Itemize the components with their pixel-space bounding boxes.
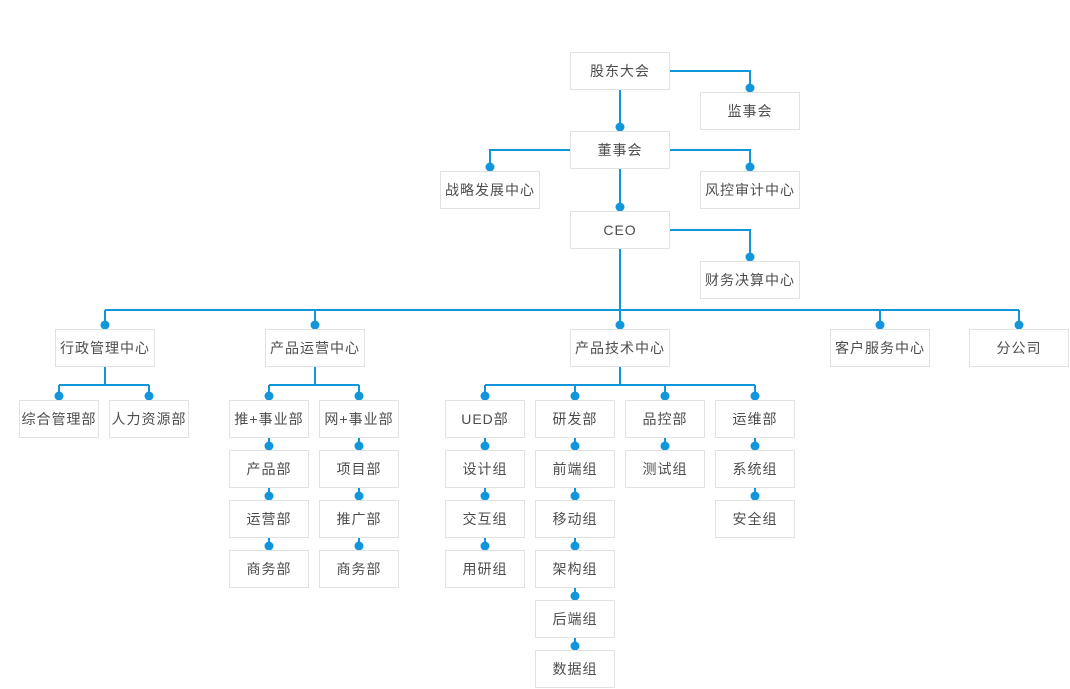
connector-line <box>489 149 570 167</box>
org-node-security_team: 安全组 <box>715 500 795 538</box>
org-node-product_dept: 产品部 <box>229 450 309 488</box>
connector-dot <box>615 202 625 212</box>
org-node-product_ops_center: 产品运营中心 <box>265 329 365 367</box>
org-node-promotion_dept: 推广部 <box>319 500 399 538</box>
org-node-general_admin_dept: 综合管理部 <box>19 400 99 438</box>
connector-line <box>670 229 751 257</box>
connector-dot <box>570 391 580 401</box>
connector-dot <box>615 320 625 330</box>
connector-dot <box>1014 320 1024 330</box>
org-node-ceo: CEO <box>570 211 670 249</box>
connector-line <box>670 70 751 88</box>
org-node-tui_division: 推+事业部 <box>229 400 309 438</box>
connector-dot <box>354 541 364 551</box>
org-node-data_team: 数据组 <box>535 650 615 688</box>
connector-dot <box>570 591 580 601</box>
connector-dot <box>264 391 274 401</box>
connector-dot <box>570 441 580 451</box>
connector-dot <box>480 441 490 451</box>
org-node-business_dept_1: 商务部 <box>229 550 309 588</box>
org-node-rnd_dept: 研发部 <box>535 400 615 438</box>
org-node-branch_company: 分公司 <box>969 329 1069 367</box>
connector-dot <box>660 441 670 451</box>
connector-dot <box>745 252 755 262</box>
org-node-admin_center: 行政管理中心 <box>55 329 155 367</box>
org-node-architecture_team: 架构组 <box>535 550 615 588</box>
connector-dot <box>100 320 110 330</box>
connector-dot <box>660 391 670 401</box>
org-node-interaction_team: 交互组 <box>445 500 525 538</box>
connector-dot <box>354 491 364 501</box>
org-node-user_research_team: 用研组 <box>445 550 525 588</box>
org-node-mobile_team: 移动组 <box>535 500 615 538</box>
connector-dot <box>264 541 274 551</box>
connector-dot <box>570 541 580 551</box>
org-node-design_team: 设计组 <box>445 450 525 488</box>
connector-dot <box>144 391 154 401</box>
connector-dot <box>354 391 364 401</box>
connector-dot <box>264 491 274 501</box>
org-node-supervisory: 监事会 <box>700 92 800 130</box>
connector-line <box>670 149 751 167</box>
org-node-wang_division: 网+事业部 <box>319 400 399 438</box>
org-node-business_dept_2: 商务部 <box>319 550 399 588</box>
connector-dot <box>745 162 755 172</box>
org-node-ops_maint_dept: 运维部 <box>715 400 795 438</box>
org-node-shareholders: 股东大会 <box>570 52 670 90</box>
connector-dot <box>875 320 885 330</box>
connector-dot <box>264 441 274 451</box>
org-node-system_team: 系统组 <box>715 450 795 488</box>
org-node-hr_dept: 人力资源部 <box>109 400 189 438</box>
connector-dot <box>745 83 755 93</box>
connector-dot <box>480 541 490 551</box>
connector-dot <box>54 391 64 401</box>
org-node-ued_dept: UED部 <box>445 400 525 438</box>
org-node-risk_audit: 风控审计中心 <box>700 171 800 209</box>
org-node-strategy: 战略发展中心 <box>440 171 540 209</box>
connector-dot <box>354 441 364 451</box>
org-node-testing_team: 测试组 <box>625 450 705 488</box>
org-node-backend_team: 后端组 <box>535 600 615 638</box>
org-node-customer_service: 客户服务中心 <box>830 329 930 367</box>
org-node-board: 董事会 <box>570 131 670 169</box>
connector-dot <box>570 641 580 651</box>
connector-dot <box>480 391 490 401</box>
connector-dot <box>485 162 495 172</box>
org-node-project_dept: 项目部 <box>319 450 399 488</box>
connector-dot <box>570 491 580 501</box>
org-node-product_tech_center: 产品技术中心 <box>570 329 670 367</box>
org-node-qc_dept: 品控部 <box>625 400 705 438</box>
connector-dot <box>750 391 760 401</box>
org-node-operations_dept: 运营部 <box>229 500 309 538</box>
org-node-finance: 财务决算中心 <box>700 261 800 299</box>
connector-dot <box>310 320 320 330</box>
org-node-frontend_team: 前端组 <box>535 450 615 488</box>
connector-dot <box>615 122 625 132</box>
connector-dot <box>750 441 760 451</box>
connector-dot <box>480 491 490 501</box>
connector-dot <box>750 491 760 501</box>
